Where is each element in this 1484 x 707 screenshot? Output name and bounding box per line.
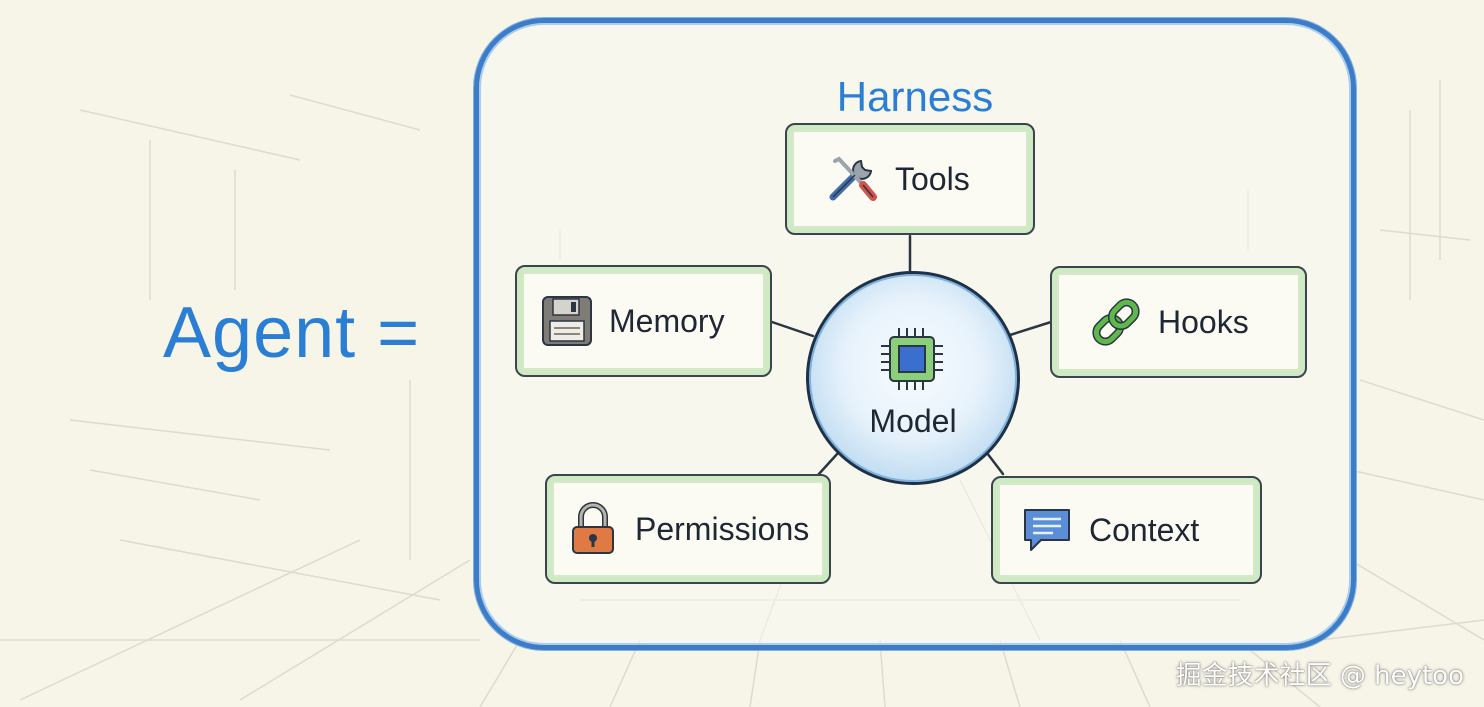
context-node: Context [991, 476, 1262, 584]
floppy-disk-icon [539, 293, 595, 349]
chip-icon [877, 324, 947, 399]
model-label: Model [869, 403, 957, 439]
wrench-screwdriver-icon [825, 151, 881, 207]
chain-link-icon [1088, 294, 1144, 350]
hooks-node: Hooks [1050, 266, 1307, 378]
connector-hooks [1008, 320, 1053, 337]
connector-context [985, 451, 1005, 476]
padlock-icon [565, 501, 621, 557]
permissions-node: Permissions [545, 474, 831, 584]
connector-memory [770, 320, 815, 338]
tools-node: Tools [785, 123, 1035, 235]
memory-label: Memory [609, 302, 725, 339]
speech-bubble-icon [1019, 502, 1075, 558]
context-label: Context [1089, 511, 1200, 548]
hooks-label: Hooks [1158, 303, 1249, 340]
tools-label: Tools [895, 160, 970, 197]
agent-label: Agent = [163, 293, 421, 373]
harness-title: Harness [836, 73, 994, 120]
model-node: Model [806, 271, 1020, 485]
connector-permissions [816, 451, 840, 477]
watermark: 掘金技术社区 @ heytoo [1175, 661, 1464, 691]
memory-node: Memory [515, 265, 772, 377]
permissions-label: Permissions [635, 510, 810, 547]
